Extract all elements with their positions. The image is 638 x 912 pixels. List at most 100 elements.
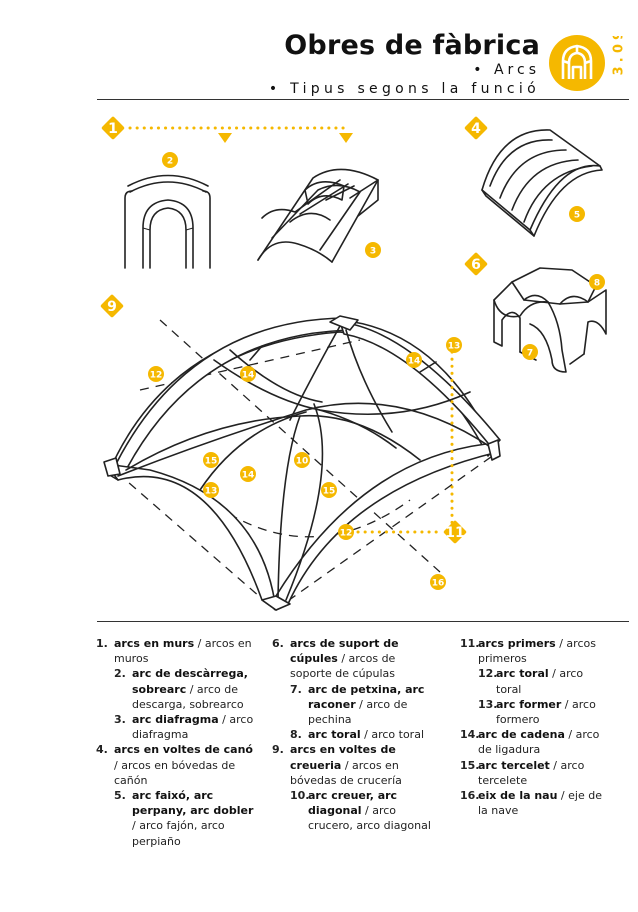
marker-shape [464,252,488,276]
marker-label: 6 [471,257,481,273]
marker-m16: 16 [430,574,446,590]
legend-item-translation: / arcos primeros [478,637,596,666]
marker-shape [338,524,354,540]
marker-m8: 8 [589,274,605,290]
legend-item-number: 11. [460,637,480,650]
legend-item: 6.arcs de suport de cúpules / arcos de s… [272,636,437,682]
arch-logo-icon [549,35,605,91]
marker-label: 1 [108,121,118,137]
legend-item: 8.arc toral / arco toral [272,727,437,742]
marker-m7: 7 [522,344,538,360]
legend-item-translation: / arcos en bóvedas de cañón [114,758,236,787]
marker-shape [406,352,422,368]
marker-m14a: 14 [240,366,256,382]
legend-item-number: 16. [460,789,480,803]
marker-shape [464,116,488,140]
guide-arrow-1 [218,133,232,143]
legend-item-translation: / arco crucero, arco diagonal [308,804,431,833]
legend-item-number: 4. [96,743,108,757]
legend-item-term: arc toral [308,728,361,742]
legend-column-2: 6.arcs de suport de cúpules / arcos de s… [272,636,437,834]
marker-m10: 10 [294,452,310,468]
section-code-text: 3.09 [611,36,626,75]
section-code: 3.09 [611,36,626,75]
legend-item-number: 1. [96,637,108,650]
marker-label: 14 [242,471,255,481]
marker-label: 9 [107,299,117,315]
marker-label: 12 [150,371,163,381]
legend-item-term: arc de descàrrega, sobrearc [132,667,248,696]
dome-support-drawing [493,267,607,373]
legend-item-translation: / arcos en muros [114,637,252,666]
legend-item-term: arcs en murs [114,637,195,650]
page-title: Obres de fàbrica [284,30,540,61]
marker-label: 15 [205,457,218,467]
page-subtitle-arcs: • Arcs [473,62,540,78]
legend-item-translation: / eje de la nave [478,789,602,818]
marker-label: 15 [323,487,336,497]
legend-item-term: arc diafragma [132,713,219,727]
guide-arrow-2 [339,133,353,143]
marker-label: 13 [205,487,218,497]
marker-label: 5 [574,211,580,221]
legend-item-number: 3. [114,713,126,727]
legend-item: 7.arc de petxina, arc raconer / arco de … [272,682,437,728]
marker-shape [294,452,310,468]
marker-m13a: 13 [446,337,462,353]
legend-item: 9.arcs en voltes de creueria / arcos en … [272,742,437,788]
marker-shape [443,520,467,544]
marker-m14c: 14 [240,466,256,482]
legend-item-translation: / arco tercelete [478,758,585,787]
legend-item-term: arcs en voltes de creueria [290,743,396,772]
marker-shape [203,482,219,498]
marker-shape [365,242,381,258]
marker-shape [100,294,124,318]
marker-m15b: 15 [321,482,337,498]
marker-shape [569,206,585,222]
marker-m3: 3 [365,242,381,258]
marker-shape [240,466,256,482]
legend-item: 12.arc toral / arco toral [460,666,610,696]
legend-item-term: arc faixó, arc perpany, arc dobler [132,789,254,818]
marker-shape [430,574,446,590]
legend-item: 5.arc faixó, arc perpany, arc dobler / a… [96,788,256,849]
legend-item: 13.arc former / arco formero [460,697,610,727]
legend-item: 14.arc de cadena / arco de ligadura [460,727,610,757]
marker-label: 7 [527,349,533,359]
legend-item-number: 2. [114,667,126,681]
legend-item: 2.arc de descàrrega, sobrearc / arco de … [96,666,256,712]
legend-item: 1. arcs en murs / arcos en muros [96,636,256,666]
marker-label: 16 [432,579,445,589]
marker-m15a: 15 [203,452,219,468]
legend-item: 15.arc tercelet / arco tercelete [460,758,610,788]
marker-m13b: 13 [203,482,219,498]
legend-item-translation: / arco fajón, arco perpiaño [132,819,225,848]
legend-item-term: arcs en voltes de canó [114,743,253,757]
legend-item: 10.arc creuer, arc diagonal / arco cruce… [272,788,437,834]
legend-item-number: 6. [272,637,284,650]
legend-item-term: arc former [496,697,562,711]
legend-item-translation: / arco toral [496,667,584,696]
marker-m2: 2 [162,152,178,168]
marker-label: 3 [370,247,376,257]
marker-shape [589,274,605,290]
marker-m9: 9 [100,294,124,318]
legend-item-term: arcs primers [478,637,556,650]
legend-item-number: 14. [460,728,480,742]
marker-m5: 5 [569,206,585,222]
marker-label: 8 [594,279,600,289]
legend-item-term: arc tercelet [478,758,550,772]
marker-m4: 4 [464,116,488,140]
marker-m11: 11 [443,520,467,544]
marker-shape [203,452,219,468]
marker-m12b: 12 [338,524,354,540]
marker-label: 4 [471,121,481,137]
marker-label: 12 [340,529,353,539]
legend-item-translation: / arcos en bóvedas de crucería [290,758,402,787]
header-divider [97,99,629,100]
marker-shape [148,366,164,382]
marker-label: 11 [445,525,464,541]
legend-item: 3.arc diafragma / arco diafragma [96,712,256,742]
legend-item-number: 8. [290,728,302,742]
